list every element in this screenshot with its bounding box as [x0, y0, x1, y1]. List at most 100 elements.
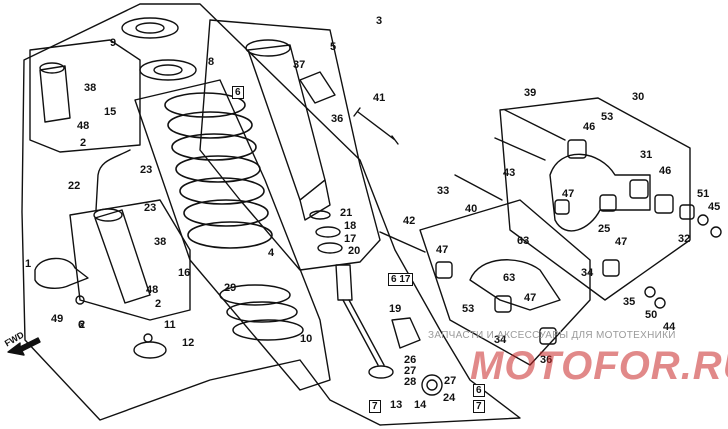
ref-box-b6b: 6: [473, 384, 485, 397]
damper-rod: [309, 210, 394, 379]
callout-c2a: 2: [80, 137, 87, 149]
callout-c24: 24: [443, 392, 456, 404]
callout-c2b: 2: [155, 298, 162, 310]
small-hardware: [75, 214, 722, 396]
watermark-logo: MOTOFOR.RU: [470, 344, 728, 388]
callout-c47d: 47: [524, 292, 537, 304]
bolt-43: [494, 137, 546, 161]
callout-c19: 19: [389, 303, 402, 315]
assembly-outline: [21, 3, 521, 426]
callout-c26: 26: [404, 354, 417, 366]
spring-box: [134, 79, 331, 391]
callout-c46b: 46: [659, 165, 672, 177]
callout-c40: 40: [465, 203, 478, 215]
bolt-42: [379, 231, 426, 253]
bolt-40: [454, 174, 503, 201]
callout-c16: 16: [178, 267, 191, 279]
spring-seat-upper: [121, 17, 179, 39]
callout-c1: 1: [25, 258, 32, 270]
callout-c5: 5: [330, 41, 337, 53]
callout-c42: 42: [403, 215, 416, 227]
spring-seat-lower: [139, 59, 197, 81]
callout-c6b: 6: [78, 319, 85, 331]
ref-box-b6-17: 6 17: [388, 273, 414, 286]
callout-c30: 30: [632, 91, 645, 103]
callout-c2c: 2: [79, 319, 86, 331]
callout-c43: 43: [503, 167, 516, 179]
callout-c29: 29: [224, 282, 237, 294]
callout-c33: 33: [437, 185, 450, 197]
reservoir-clamp: [34, 257, 89, 289]
lower-spring: [219, 284, 304, 341]
callout-c28: 28: [404, 376, 417, 388]
callout-c15: 15: [104, 106, 117, 118]
callout-c37: 37: [293, 59, 306, 71]
callout-c49: 49: [51, 313, 64, 325]
callout-c8: 8: [208, 56, 215, 68]
main-spring: [164, 92, 273, 249]
callout-c48a: 48: [77, 120, 90, 132]
callout-c34a: 34: [581, 267, 594, 279]
callout-c47b: 47: [615, 236, 628, 248]
callout-c27b: 27: [444, 375, 457, 387]
callout-c4: 4: [268, 247, 275, 259]
callout-c63a: 63: [517, 235, 530, 247]
bump-stop-box: [29, 39, 141, 153]
callout-c3: 3: [376, 15, 383, 27]
callout-c31: 31: [640, 149, 653, 161]
callout-c53b: 53: [462, 303, 475, 315]
bolt-41: [353, 107, 399, 145]
callout-c18: 18: [344, 220, 357, 232]
callout-c53a: 53: [601, 111, 614, 123]
callout-c36: 36: [331, 113, 344, 125]
shock-body: [245, 39, 331, 221]
fwd-arrow: [7, 337, 41, 356]
callout-c10: 10: [300, 333, 313, 345]
bushings: [435, 139, 695, 345]
reservoir-cap: [133, 341, 167, 359]
callout-c9: 9: [110, 37, 117, 49]
callout-c63b: 63: [503, 272, 516, 284]
reservoir: [94, 209, 151, 304]
callout-c35a: 35: [623, 296, 636, 308]
callout-c22: 22: [68, 180, 81, 192]
bump-stop: [39, 65, 71, 123]
callout-c23a: 23: [140, 164, 153, 176]
watermark-caption: ЗАПЧАСТИ И АКСЕССУАРЫ ДЛЯ МОТОТЕХНИКИ: [428, 330, 676, 341]
callout-c48b: 48: [146, 284, 159, 296]
callout-c27a: 27: [404, 365, 417, 377]
callout-c32: 32: [678, 233, 691, 245]
callout-c36b: 36: [540, 354, 553, 366]
ref-box-b6: 6: [232, 86, 244, 99]
callout-c38a: 38: [84, 82, 97, 94]
bushing-37: [299, 71, 336, 104]
link-box: [499, 97, 691, 301]
callout-c13: 13: [390, 399, 403, 411]
callout-c11: 11: [164, 319, 176, 331]
shock-arm: [469, 259, 561, 311]
callout-c25: 25: [598, 223, 611, 235]
callout-c44: 44: [663, 321, 676, 333]
bump-rubber-19: [391, 317, 421, 349]
tie-rod-bolt: [504, 109, 566, 141]
callout-c51: 51: [697, 188, 710, 200]
shock-body-box: [199, 19, 381, 271]
callout-c17: 17: [344, 233, 357, 245]
callout-c34b: 34: [494, 334, 507, 346]
reservoir-hose: [95, 149, 131, 211]
callout-c20: 20: [348, 245, 361, 257]
callout-c39: 39: [524, 87, 537, 99]
callout-c12: 12: [182, 337, 195, 349]
callout-c50: 50: [645, 309, 658, 321]
callout-c38b: 38: [154, 236, 167, 248]
arm-box: [419, 199, 591, 366]
callout-c41: 41: [373, 92, 386, 104]
ref-box-b7a: 7: [369, 400, 381, 413]
callout-c47a: 47: [562, 188, 575, 200]
callout-c45: 45: [708, 201, 721, 213]
reservoir-box: [69, 199, 191, 321]
callout-c46a: 46: [583, 121, 596, 133]
ref-box-b7b: 7: [473, 400, 485, 413]
